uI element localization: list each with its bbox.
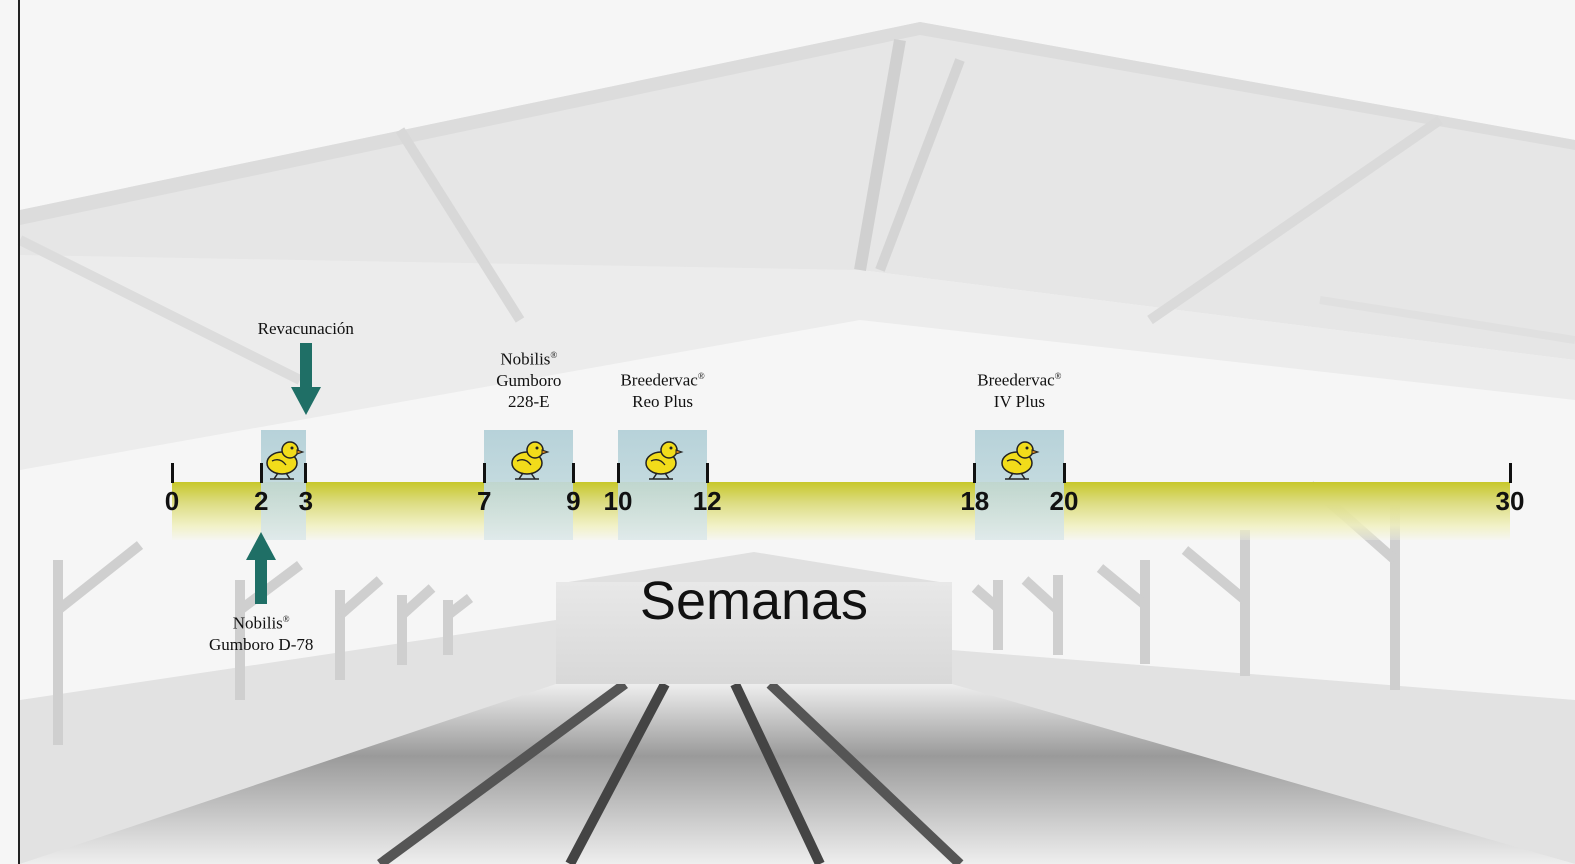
vaccine-label-line: Reo Plus <box>632 391 694 411</box>
axis-tick-label: 18 <box>960 486 990 516</box>
axis-tick-label: 12 <box>692 486 722 516</box>
vaccine-label-line: IV Plus <box>993 391 1045 411</box>
axis-tick-label: 3 <box>298 486 314 516</box>
gumboro-d78-line-2: Gumboro D-78 <box>209 634 314 654</box>
semanas-box <box>556 582 952 684</box>
gumboro-d78-line-1: Nobilis® <box>232 613 290 633</box>
axis-tick <box>571 463 575 483</box>
vaccine-label-line: Nobilis® <box>500 349 558 369</box>
chick-icon <box>644 441 684 480</box>
axis-tick-label: 30 <box>1495 486 1525 516</box>
vaccine-label-line: Breedervac® <box>977 370 1062 390</box>
timeline-bar <box>172 482 1510 540</box>
vaccine-label: Breedervac®Reo Plus <box>573 366 753 412</box>
chick-icon <box>511 441 550 480</box>
axis-tick <box>1062 463 1066 483</box>
left-border <box>18 0 20 864</box>
axis-tick-label: 9 <box>566 486 581 516</box>
semanas-roof <box>556 552 952 584</box>
axis-tick <box>973 463 977 483</box>
vaccine-label: Breedervac®IV Plus <box>929 366 1109 412</box>
axis-tick-label: 7 <box>476 486 492 516</box>
axis-tick <box>259 463 263 483</box>
chick-icon <box>1001 441 1040 480</box>
axis-tick <box>705 463 709 483</box>
revaccination-text: Revacunación <box>257 319 354 338</box>
vaccine-label-line: 228-E <box>508 391 550 411</box>
axis-tick <box>170 463 174 483</box>
axis-tick-label: 10 <box>603 486 633 516</box>
vaccine-label-line: Gumboro <box>496 370 562 390</box>
axis-tick-label: 0 <box>164 486 180 516</box>
axis-tick-label: 2 <box>253 486 269 516</box>
arrow-up-icon <box>246 532 277 604</box>
axis-tick <box>304 463 308 483</box>
axis-tick <box>1508 463 1512 483</box>
axis-tick-label: 20 <box>1049 486 1079 516</box>
axis-unit-label: Semanas <box>639 571 869 631</box>
gumboro-d78-label: Nobilis® Gumboro D-78 <box>171 609 351 655</box>
arrow-down-icon <box>290 343 321 415</box>
vaccine-label-line: Breedervac® <box>620 370 705 390</box>
revaccination-label: Revacunación <box>216 318 396 339</box>
chick-icon <box>265 441 305 480</box>
axis-tick <box>482 463 486 483</box>
axis-tick <box>616 463 620 483</box>
